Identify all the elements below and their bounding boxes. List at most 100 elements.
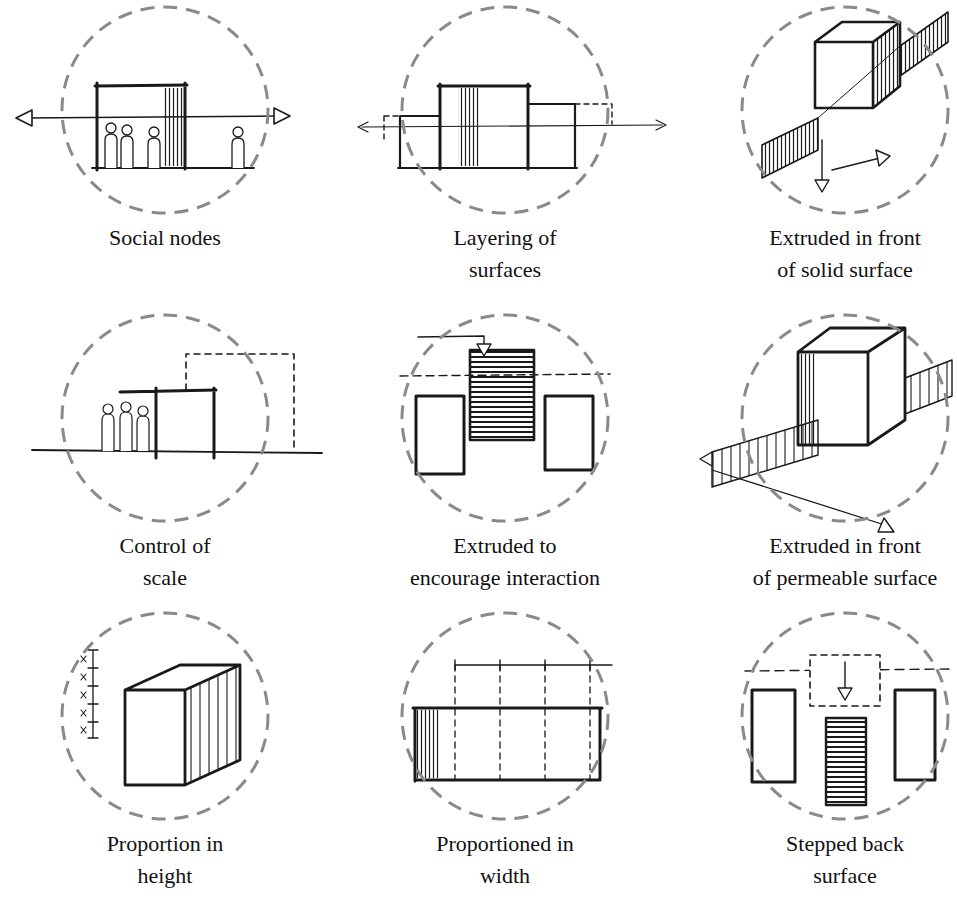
building-outline [413,708,602,781]
caption-text: Extruded to encourage interaction [410,530,600,594]
arrow-head [358,122,368,132]
person [148,138,160,168]
sketch-circle-node: Extruded in front of permeable surface [739,312,951,594]
caption-text: Proportioned in width [436,828,574,892]
hatching [164,88,184,166]
dashed-circle [62,613,268,819]
person-head [103,404,113,414]
cube [798,328,905,445]
caption-text: Control of scale [119,530,210,594]
caption-text: Social nodes [109,222,221,254]
dashed-circle-outline [399,312,611,524]
dashed-circle [62,315,268,521]
lower-surface [400,104,575,168]
person-head [122,125,132,135]
arrow-head [700,452,712,466]
dashed-circle [62,7,268,213]
dashed-volume [186,354,294,452]
dashed-grid [455,665,590,780]
caption-text: Extruded in front of solid surface [769,222,921,286]
caption-text: Layering of surfaces [453,222,556,286]
cube [815,22,900,108]
proportion-width-sketch [413,660,612,781]
side-volume [416,396,464,474]
dashed-circle-outline [739,610,951,822]
sketch-circle-node: Control of scale [59,312,271,594]
arrow-line [822,140,880,182]
arrow-line [844,662,845,690]
arrow-line [418,336,484,346]
extruded-permeable-sketch [700,328,952,532]
person [137,416,149,451]
dashed-circle [742,315,948,521]
people-figures [102,402,149,451]
axis-line [362,125,662,127]
scale-marks [81,656,86,733]
arrow-head [876,150,890,166]
arrow-head [656,120,666,130]
dashed-circle-outline [399,4,611,216]
cube-side [185,665,240,785]
axis-line [24,116,282,118]
person-head [106,123,116,133]
ground-line [398,167,577,169]
dashed-circle-outline [59,4,271,216]
building-outline [120,388,216,458]
hatched-volume [826,718,866,805]
stepped-back-sketch [745,655,952,805]
person [232,138,244,168]
extruded-interaction-sketch [400,336,610,474]
arrow-head [477,344,491,356]
dashed-circle-outline [399,610,611,822]
cube-hatching [799,354,815,444]
dashed-circle-outline [59,610,271,822]
ground-line [32,450,322,453]
person-head [149,127,159,137]
proportion-height-sketch [81,650,240,785]
person [105,134,117,168]
sketch-circle-node: Social nodes [59,4,271,254]
sketch-circle-node: Proportion in height [59,610,271,892]
person [121,136,133,168]
arrow-head [815,180,829,192]
dashed-circle-outline [739,312,951,524]
arrow-head [16,110,32,126]
dashed-circle [402,315,608,521]
arrow-line [712,470,888,526]
side-volume [545,396,593,470]
extruded-solid-sketch [762,12,948,192]
dashed-circle-outline [739,4,951,216]
solid-wall [900,12,948,76]
hatched-volume [470,350,534,440]
permeable-wall [905,360,952,414]
person-head [138,406,148,416]
arrow-head [274,108,290,124]
dashed-volume [810,655,880,706]
building-outline [95,83,187,170]
sketch-circle-node: Extruded in front of solid surface [739,4,951,286]
social-nodes-sketch [16,83,290,170]
person-head [233,127,243,137]
sketch-circle-node: Stepped back surface [739,610,951,892]
cube [125,665,240,785]
main-surface [438,84,530,169]
dashed-extension [384,104,612,142]
dashed-circle [742,613,948,819]
dashed-circle [402,7,608,213]
side-volume [895,690,935,780]
caption-text: Extruded in front of permeable surface [753,530,937,594]
person [120,412,132,451]
caption-text: Stepped back surface [786,828,904,892]
dashed-circle [742,7,948,213]
side-volume [752,690,795,782]
person [102,414,114,451]
sketch-circle-node: Layering of surfaces [399,4,611,286]
caption-text: Proportion in height [107,828,224,892]
person-head [121,402,131,412]
dashed-circle-outline [59,312,271,524]
dashed-circle [402,613,608,819]
dimension-line [455,660,612,670]
